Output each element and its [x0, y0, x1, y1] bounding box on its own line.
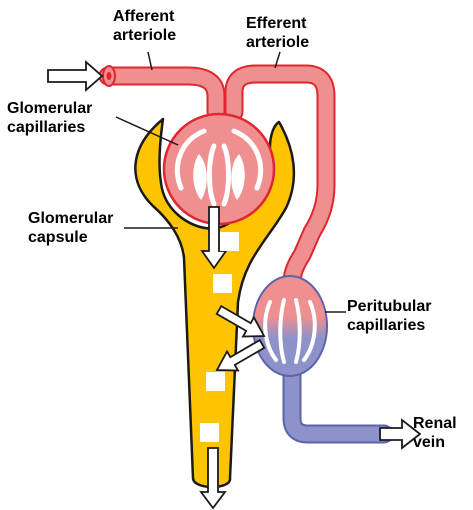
label-renal-vein-line-2: vein	[413, 433, 457, 452]
renal-vein	[292, 370, 384, 434]
blood-inflow-arrow	[48, 62, 102, 90]
label-glomerular-capillaries-line-2: capillaries	[7, 118, 92, 137]
label-peritubular-line-1: Peritubular	[347, 297, 431, 316]
peritubular-capillaries-ball	[253, 276, 327, 376]
label-peritubular-capillaries: Peritubular capillaries	[347, 297, 431, 335]
label-glomerular-capsule-line-2: capsule	[28, 228, 113, 247]
blank-label-box-4	[200, 423, 219, 442]
blank-label-box-2	[213, 274, 232, 293]
label-glomerular-capsule: Glomerular capsule	[28, 209, 113, 247]
label-afferent-arteriole: Afferent arteriole	[113, 7, 176, 45]
label-efferent-arteriole: Efferent arteriole	[246, 14, 309, 52]
blank-label-box-3	[206, 372, 225, 391]
afferent-arteriole	[103, 66, 216, 112]
label-efferent-line-1: Efferent	[246, 14, 309, 33]
blank-label-box-1	[220, 232, 239, 251]
label-efferent-line-2: arteriole	[246, 33, 309, 52]
label-peritubular-line-2: capillaries	[347, 316, 431, 335]
label-renal-vein: Renal vein	[413, 414, 457, 452]
label-renal-vein-line-1: Renal	[413, 414, 457, 433]
label-glomerular-capillaries-line-1: Glomerular	[7, 99, 92, 118]
label-glomerular-capsule-line-1: Glomerular	[28, 209, 113, 228]
label-glomerular-capillaries: Glomerular capillaries	[7, 99, 92, 137]
label-afferent-line-2: arteriole	[113, 26, 176, 45]
label-afferent-line-1: Afferent	[113, 7, 176, 26]
